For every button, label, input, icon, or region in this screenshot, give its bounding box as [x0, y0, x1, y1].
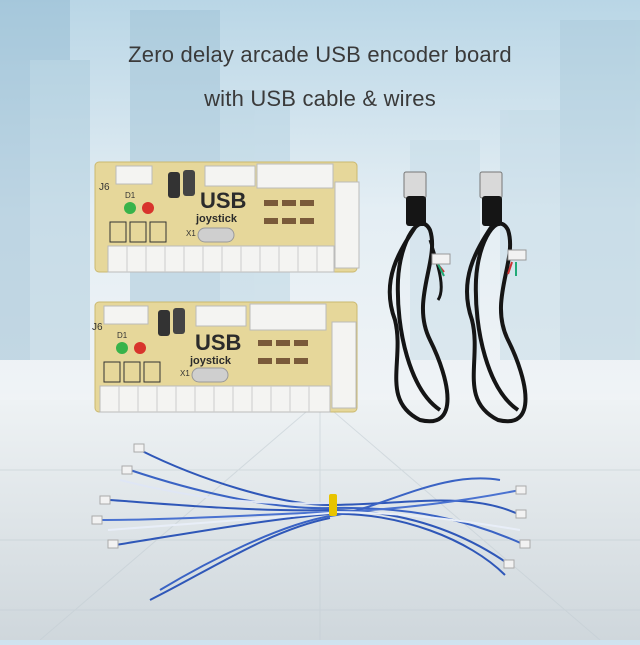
board-mark-d1: D1 [125, 191, 136, 200]
encoder-board-bottom [94, 301, 358, 413]
board-label-main: USB [200, 188, 246, 213]
wire-bundle [99, 449, 526, 601]
board-mark-x1: X1 [186, 229, 196, 238]
wire-connectors [91, 443, 531, 569]
board-mark-j6: J6 [99, 182, 110, 193]
board-mark-d1: D1 [117, 331, 128, 340]
cable-tie [329, 494, 337, 516]
board-label-sub: joystick [195, 213, 238, 225]
usb-cable-left [387, 171, 451, 424]
board-label-sub: joystick [189, 355, 232, 367]
encoder-board-top [94, 161, 360, 273]
board-label-main: USB [195, 330, 241, 355]
caption-line-1: Zero delay arcade USB encoder board [128, 42, 512, 67]
usb-cable-right [464, 171, 528, 424]
caption-line-2: with USB cable & wires [204, 86, 436, 111]
board-mark-x1: X1 [180, 369, 190, 378]
board-mark-j6: J6 [92, 322, 103, 333]
